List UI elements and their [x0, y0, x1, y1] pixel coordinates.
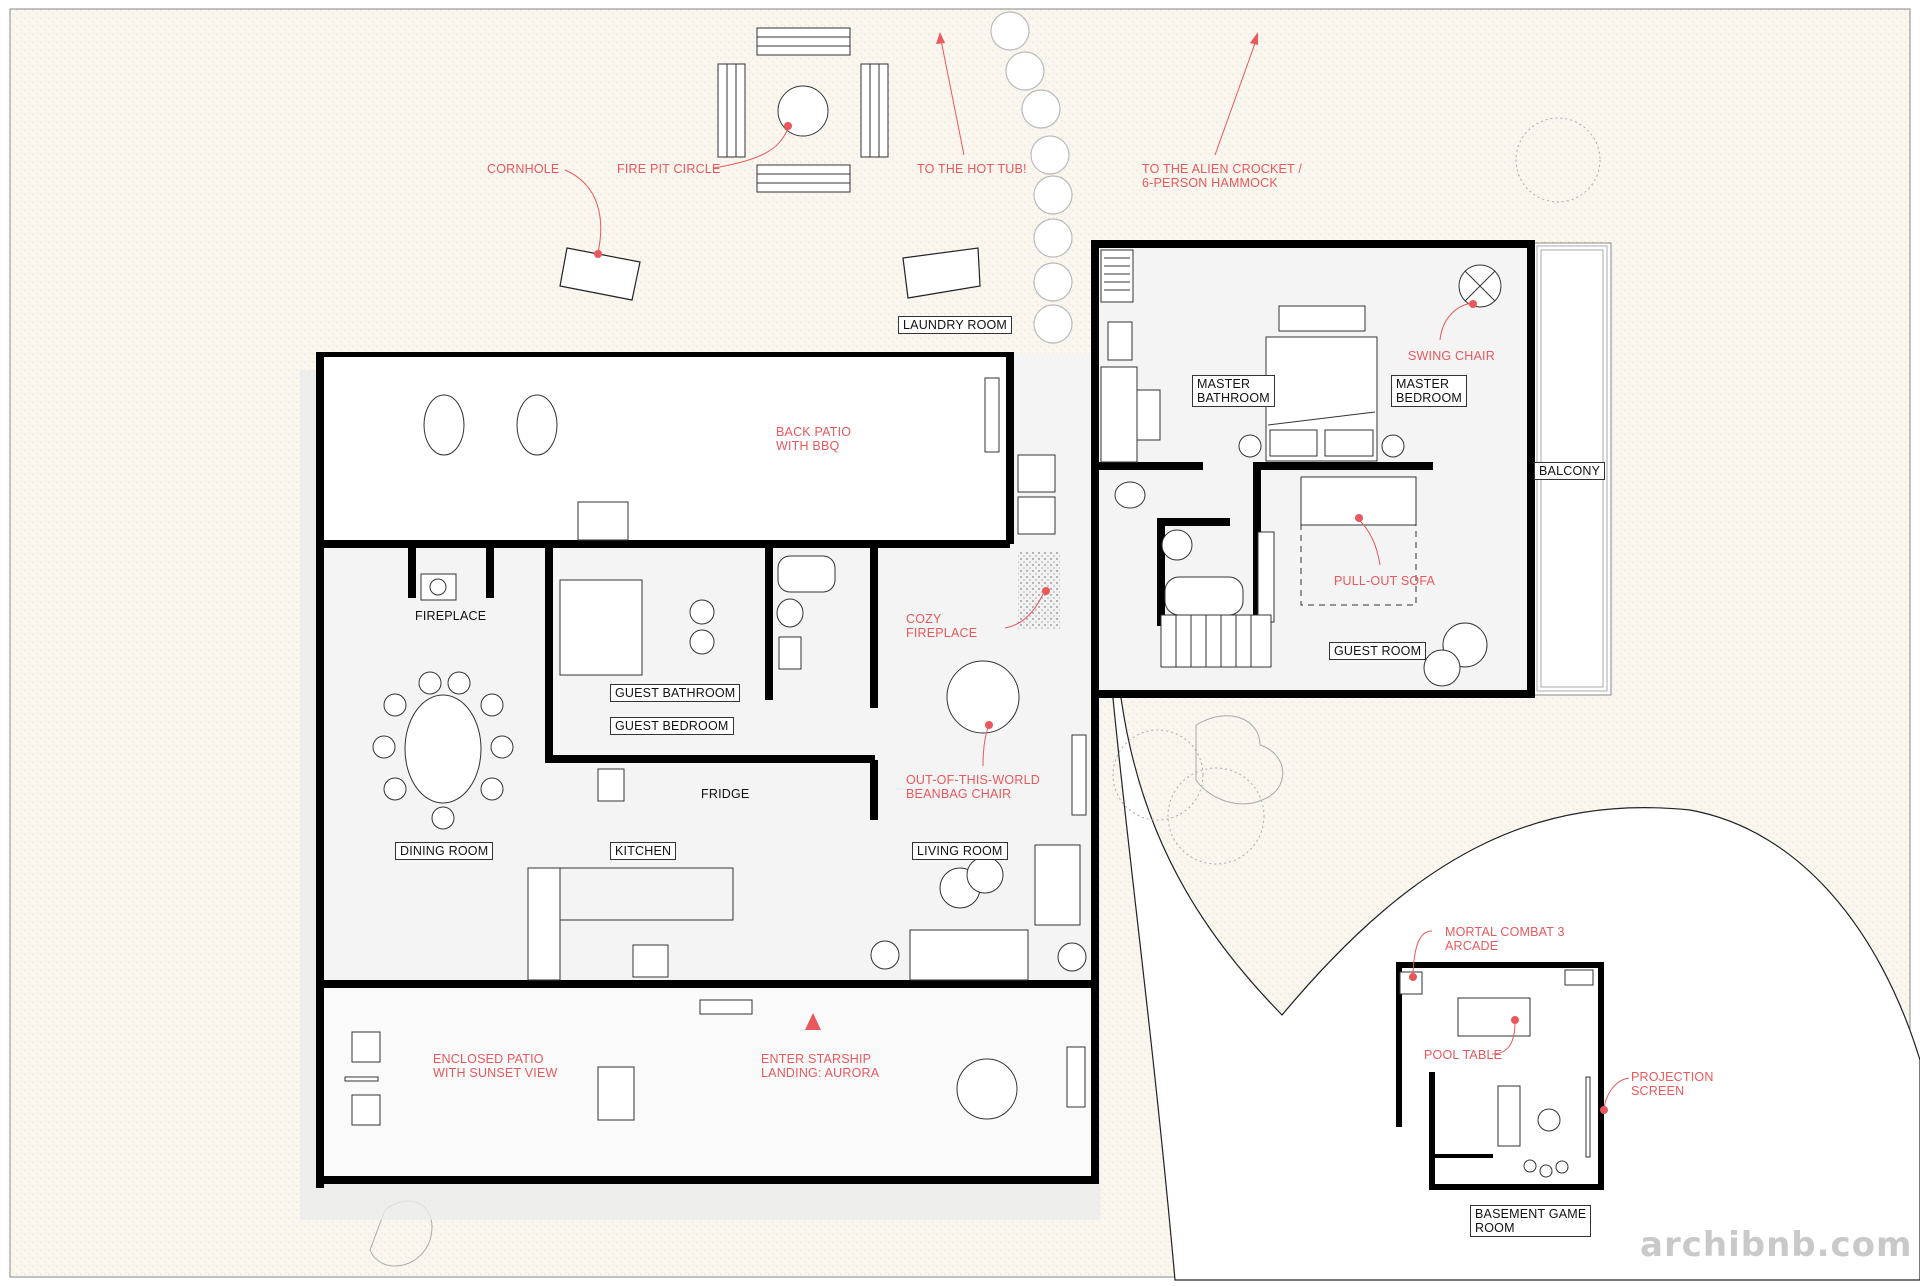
- annotation-cornhole: CORNHOLE: [487, 162, 560, 176]
- label-dining-room: DINING ROOM: [395, 842, 494, 860]
- annotation-line: BEANBAG CHAIR: [906, 787, 1012, 801]
- label-basement-game-room: BASEMENT GAME ROOM: [1470, 1205, 1592, 1237]
- cozy-fireplace-hearth: [1018, 552, 1060, 630]
- annotation-swing-chair: SWING CHAIR: [1408, 349, 1495, 363]
- annotation-beanbag-chair: OUT-OF-THIS-WORLD BEANBAG CHAIR: [906, 773, 1040, 801]
- annotation-line: OUT-OF-THIS-WORLD: [906, 773, 1040, 787]
- guest-bed: [559, 579, 715, 676]
- annotation-line: MORTAL COMBAT 3: [1445, 925, 1565, 939]
- annotation-line: LANDING: AURORA: [761, 1066, 880, 1080]
- annotation-line: BACK PATIO: [776, 425, 852, 439]
- annotation-alien-crocket: TO THE ALIEN CROCKET / 6-PERSON HAMMOCK: [1142, 162, 1302, 190]
- label-laundry-room: LAUNDRY ROOM: [898, 316, 1013, 334]
- annotation-line: WITH BBQ: [776, 439, 840, 453]
- label-line: ROOM: [1475, 1221, 1515, 1235]
- annotation-line: FIREPLACE: [906, 626, 978, 640]
- label-fireplace: FIREPLACE: [415, 609, 487, 623]
- dining-table: [372, 671, 514, 830]
- entrance-marker: [805, 1013, 821, 1030]
- label-line: BASEMENT GAME: [1475, 1207, 1587, 1221]
- annotation-line: PROJECTION: [1631, 1070, 1714, 1084]
- annotation-line: WITH SUNSET VIEW: [433, 1066, 558, 1080]
- back-patio-tables: [423, 377, 1000, 541]
- annotation-pull-out-sofa: PULL-OUT SOFA: [1334, 574, 1436, 588]
- basement: [1396, 962, 1604, 1190]
- walls: [316, 240, 1535, 1188]
- label-kitchen: KITCHEN: [610, 842, 677, 860]
- annotation-line: SCREEN: [1631, 1084, 1685, 1098]
- annotation-hot-tub: TO THE HOT TUB!: [917, 162, 1027, 176]
- guest-bath-fixtures: [776, 555, 836, 670]
- label-guest-room: GUEST ROOM: [1329, 642, 1427, 660]
- swing-chair: [1458, 264, 1502, 308]
- stairs: [1160, 614, 1272, 668]
- annotation-line: COZY: [906, 612, 942, 626]
- annotation-cozy-fireplace: COZY FIREPLACE: [906, 612, 977, 640]
- annotation-entrance: ENTER STARSHIP LANDING: AURORA: [761, 1052, 879, 1080]
- annotation-pool-table: POOL TABLE: [1424, 1048, 1503, 1062]
- master-bath-fixtures: [1100, 321, 1244, 616]
- annotation-line: TO THE ALIEN CROCKET /: [1142, 162, 1302, 176]
- annotation-leaders: [564, 34, 1630, 1111]
- annotation-projection-screen: PROJECTION SCREEN: [1631, 1070, 1714, 1098]
- annotation-line: ARCADE: [1445, 939, 1499, 953]
- kitchen-counters: [527, 768, 734, 981]
- label-master-bedroom: MASTER BEDROOM: [1391, 375, 1467, 407]
- annotation-line: ENCLOSED PATIO: [433, 1052, 544, 1066]
- label-guest-bathroom: GUEST BATHROOM: [610, 684, 741, 702]
- annotation-enclosed-patio: ENCLOSED PATIO WITH SUNSET VIEW: [433, 1052, 558, 1080]
- fireplace-unit: [420, 573, 457, 601]
- label-guest-bedroom: GUEST BEDROOM: [610, 717, 734, 735]
- stepping-stones: [990, 11, 1073, 344]
- fire-pit-area: [717, 27, 889, 193]
- closet: [1100, 249, 1134, 303]
- label-balcony: BALCONY: [1534, 462, 1606, 480]
- master-bed: [1238, 305, 1405, 462]
- label-line: MASTER: [1396, 377, 1450, 391]
- watermark-logo: archibnb.com: [1640, 1225, 1913, 1265]
- cornhole-boards: [559, 247, 981, 301]
- annotation-line: ENTER STARSHIP: [761, 1052, 872, 1066]
- label-living-room: LIVING ROOM: [912, 842, 1008, 860]
- annotation-back-patio: BACK PATIO WITH BBQ: [776, 425, 851, 453]
- annotation-line: 6-PERSON HAMMOCK: [1142, 176, 1278, 190]
- enclosed-patio-furniture: [344, 999, 1086, 1126]
- annotation-dots: [594, 32, 1608, 1114]
- label-line: BATHROOM: [1197, 391, 1270, 405]
- label-line: BEDROOM: [1396, 391, 1462, 405]
- laundry-machines: [1017, 454, 1056, 535]
- annotation-arcade: MORTAL COMBAT 3 ARCADE: [1445, 925, 1565, 953]
- annotation-fire-pit: FIRE PIT CIRCLE: [617, 162, 721, 176]
- label-fridge: FRIDGE: [701, 787, 750, 801]
- label-line: MASTER: [1197, 377, 1251, 391]
- label-master-bathroom: MASTER BATHROOM: [1192, 375, 1275, 407]
- living-room-furniture: [870, 660, 1087, 981]
- walkway-path: [1102, 587, 1920, 1281]
